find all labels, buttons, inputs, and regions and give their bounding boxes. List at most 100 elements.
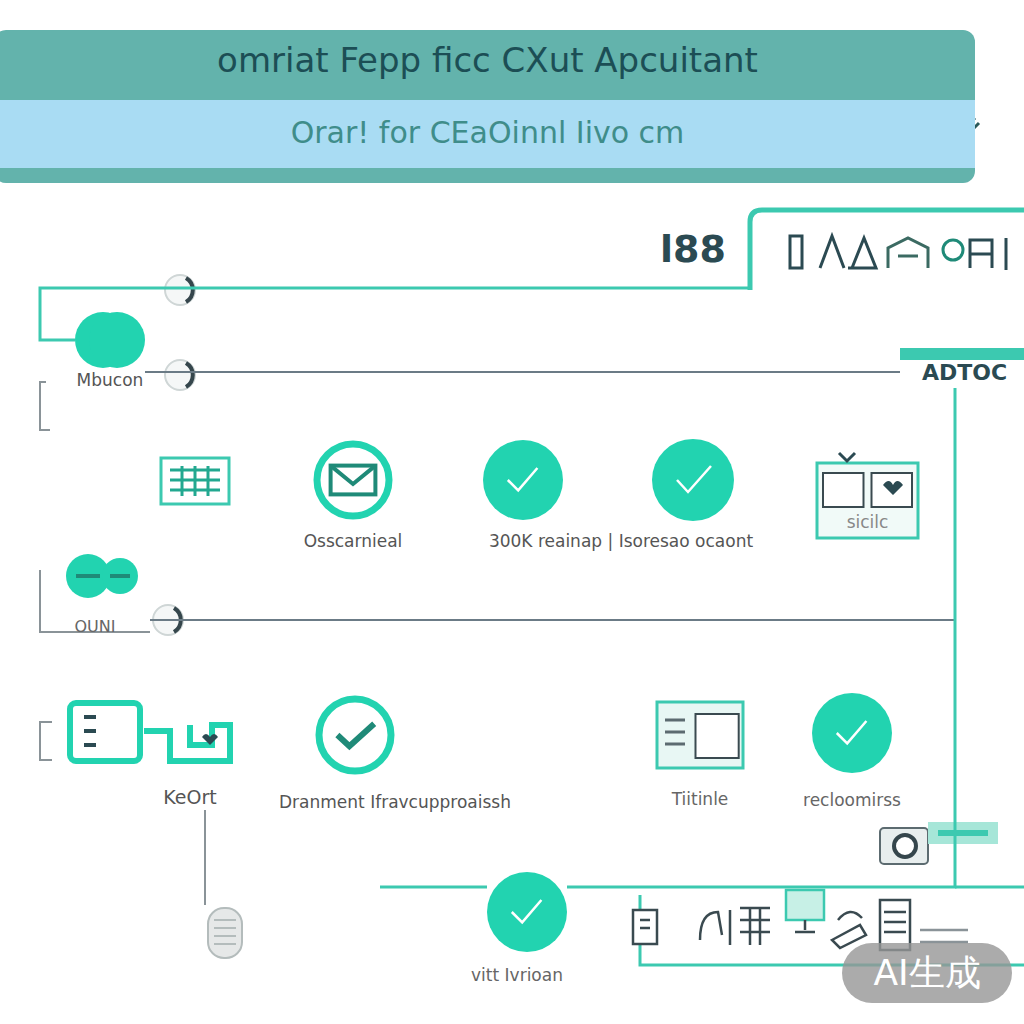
- connector-line: [150, 388, 955, 620]
- node-label: Mbucon: [50, 371, 170, 391]
- connector-knob: [186, 278, 193, 302]
- tab-strip: [900, 348, 1024, 360]
- equipment-icons: [633, 890, 968, 950]
- heart-mark: [839, 453, 855, 461]
- folder-sheet: [696, 714, 739, 758]
- equipment-icons: [920, 930, 968, 942]
- blob-detail: [76, 574, 130, 578]
- folder-icon-shape: [655, 700, 745, 770]
- connector-knob: [153, 605, 183, 635]
- heart-mark: [202, 734, 218, 745]
- panel-outline: [750, 210, 1024, 290]
- check-circle-shape: [487, 872, 567, 952]
- cable-plug: [208, 908, 242, 958]
- teal-circle-shape: [75, 305, 145, 375]
- watermark: AI生成: [842, 943, 1012, 1003]
- equipment-icons: [786, 890, 824, 920]
- check-circle: [652, 439, 734, 521]
- band-fill: [0, 100, 975, 168]
- picture-pane: [872, 473, 913, 507]
- connector-knob: [165, 275, 195, 305]
- title-text: omriat Fepp ficc CXut Apcuitant: [0, 40, 975, 80]
- envelope: [331, 466, 376, 484]
- camera-icon: [894, 835, 916, 857]
- table-icon: [170, 466, 220, 496]
- picture-pane: [823, 473, 864, 507]
- blob-icon: OUNI: [40, 552, 150, 630]
- circle-fill: [812, 693, 892, 773]
- panel-glyphs: [970, 238, 1006, 270]
- check-mark: [512, 900, 542, 922]
- check-mark: [337, 724, 374, 746]
- cable-plug: [204, 810, 206, 905]
- circle-fill: [487, 872, 567, 952]
- symbol-panel-shape: [748, 208, 1024, 290]
- panel-glyphs: [790, 236, 1006, 270]
- picture-icon: sicilc: [815, 455, 920, 540]
- cable-plug: [214, 920, 236, 944]
- node-label: Dranment Ifravcupproaissh: [250, 793, 540, 813]
- device-body: [70, 703, 140, 761]
- node-label: OUNI: [35, 618, 155, 636]
- equipment-icons: [700, 908, 770, 945]
- connector-knob: [174, 608, 181, 632]
- folder-icon: Tiitinle: [655, 700, 745, 770]
- check-mark: [837, 721, 867, 743]
- circle-fill: [483, 440, 563, 520]
- camera-icon: [880, 822, 998, 864]
- node-label: vitt Ivrioan: [427, 966, 607, 986]
- check-mail-circle-shape: [315, 695, 395, 775]
- panel-glyphs: [790, 236, 802, 268]
- header-frame: [0, 30, 979, 183]
- check-circle: [677, 466, 711, 492]
- cable-plug: [205, 810, 242, 958]
- check-circle: 300K reainap | Isoresao ocaont: [483, 440, 563, 520]
- check-circle-shape: [812, 693, 892, 773]
- device-detail: [84, 717, 96, 745]
- equipment-icons: [640, 920, 650, 928]
- connector-line: [145, 371, 900, 373]
- bracket-line: [40, 382, 955, 830]
- equipment-icons: [795, 920, 815, 932]
- node-label: 300K reainap | Isoresao ocaont: [461, 532, 781, 552]
- check-circle: [652, 439, 734, 521]
- node-label: Orar! for CEaOinnl Iivo cm: [0, 116, 975, 151]
- node-label: KeOrt: [135, 787, 245, 809]
- side-tab: ADTOC: [900, 348, 1024, 388]
- circle-outline: [317, 444, 389, 516]
- symbol-panel: l88: [748, 208, 1024, 290]
- envelope: [331, 466, 376, 495]
- mail-circle: Osscarnieal: [313, 440, 393, 520]
- node-label: ADTOC: [922, 360, 1024, 385]
- mail-circle-shape: [313, 440, 393, 520]
- equipment-icons: [633, 910, 657, 944]
- table-icon: [161, 458, 229, 504]
- teal-circle: Mbucon: [75, 305, 145, 375]
- bottom-rail: [955, 886, 1024, 889]
- circle-outline: [319, 699, 391, 771]
- device-body: [144, 725, 230, 761]
- folder-detail: [665, 720, 685, 744]
- panel-glyphs: [888, 238, 928, 268]
- bracket-line: [40, 382, 50, 430]
- equipment-icons: [884, 912, 906, 932]
- heart-mark: [883, 481, 903, 495]
- device-icon-shape: [40, 695, 230, 770]
- device-icon: KeOrt: [40, 695, 230, 770]
- bottom-rail: [380, 886, 487, 889]
- table-icon: [161, 458, 229, 504]
- check-circle: recloomirss: [812, 693, 892, 773]
- folder-body: [657, 702, 743, 768]
- check-circle: vitt Ivrioan: [487, 872, 567, 952]
- header-frame: [0, 30, 975, 183]
- node-label: recloomirss: [762, 791, 942, 811]
- check-mark: [508, 468, 538, 490]
- connector-knob: [165, 360, 195, 390]
- connector-knob: [153, 275, 195, 635]
- panel-glyphs: [943, 240, 963, 260]
- equipment-icons: [838, 912, 862, 920]
- bracket-line: [954, 620, 956, 830]
- camera-icon: [880, 828, 928, 864]
